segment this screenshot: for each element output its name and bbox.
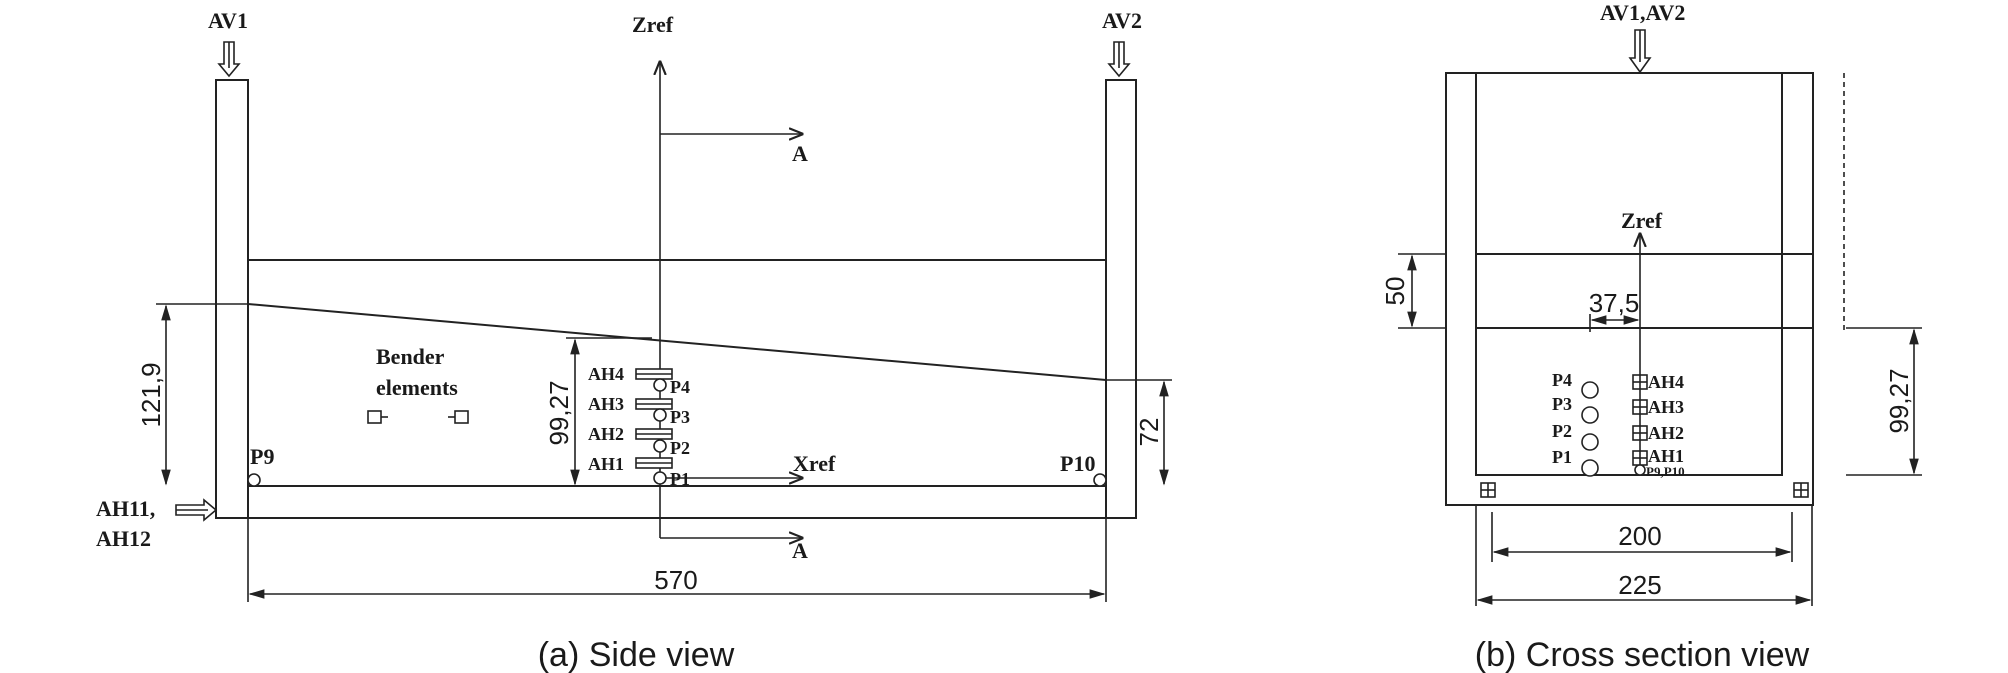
section-a-bottom-label: A — [792, 538, 808, 563]
av2-label: AV2 — [1102, 8, 1142, 33]
dim-cs-right-height-value: 99,27 — [1884, 368, 1914, 433]
ah4-label: AH4 — [588, 364, 624, 384]
cs-ah4-sensor-icon — [1632, 374, 1648, 390]
cs-ah3-label: AH3 — [1648, 397, 1684, 417]
ah11-ah12-arrow-icon — [175, 498, 218, 522]
xref-label: Xref — [793, 451, 836, 476]
dim-mid-height-value: 99,27 — [544, 380, 574, 445]
p3-label: P3 — [670, 407, 690, 427]
cs-p9p10-sensor-icon — [1634, 464, 1646, 476]
cs-p3-sensor-icon — [1581, 406, 1599, 424]
bender-label-line2: elements — [376, 375, 458, 400]
p9-label: P9 — [250, 444, 274, 469]
cs-corner-sensor-left-icon — [1480, 482, 1496, 498]
cs-p1-label: P1 — [1552, 447, 1572, 467]
dim-top-value: 50 — [1380, 277, 1410, 306]
cs-zref-label: Zref — [1621, 208, 1663, 233]
p4-sensor-icon — [653, 378, 667, 392]
left-wall — [215, 79, 249, 519]
ah2-label: AH2 — [588, 424, 624, 444]
cs-ah3-sensor-icon — [1632, 399, 1648, 415]
side-view: AV1 AV2 Zref A A Xref Bender elements — [96, 8, 1172, 673]
dim-outer-width-value: 225 — [1618, 570, 1661, 600]
bender-label-line1: Bender — [376, 344, 445, 369]
dim-left-height-value: 121,9 — [136, 362, 166, 427]
ah1-sensor-icon — [635, 457, 673, 469]
dim-length-value: 570 — [654, 565, 697, 595]
zref-label: Zref — [632, 12, 674, 37]
p1-label: P1 — [670, 469, 690, 489]
p10-sensor-icon — [1093, 473, 1107, 487]
p9-sensor-icon — [247, 473, 261, 487]
cs-ah2-sensor-icon — [1632, 425, 1648, 441]
side-view-caption: (a) Side view — [538, 636, 735, 673]
cs-p4-sensor-icon — [1581, 381, 1599, 399]
ah1-label: AH1 — [588, 454, 624, 474]
ah3-label: AH3 — [588, 394, 624, 414]
p1-sensor-icon — [653, 471, 667, 485]
sloped-soil-surface — [247, 303, 1107, 381]
dim-offset-value: 37,5 — [1589, 288, 1640, 318]
ah11-label: AH11, — [96, 496, 155, 521]
cs-ah2-label: AH2 — [1648, 423, 1684, 443]
bender-element-icon — [448, 410, 469, 424]
ah12-label: AH12 — [96, 526, 151, 551]
p4-label: P4 — [670, 377, 690, 397]
dim-right-height-value: 72 — [1134, 418, 1164, 447]
cs-p2-sensor-icon — [1581, 433, 1599, 451]
cs-p9p10-label: P9,P10 — [1646, 464, 1685, 479]
av-label: AV1,AV2 — [1600, 0, 1685, 25]
cs-corner-sensor-right-icon — [1793, 482, 1809, 498]
cross-section-caption: (b) Cross section view — [1475, 636, 1810, 673]
dim-inner-width-value: 200 — [1618, 521, 1661, 551]
section-a-top-label: A — [792, 141, 808, 166]
p3-sensor-icon — [653, 408, 667, 422]
ah2-sensor-icon — [635, 428, 673, 440]
cs-p1-sensor-icon — [1581, 459, 1599, 477]
cs-p4-label: P4 — [1552, 370, 1572, 390]
av1-arrow-icon — [217, 41, 241, 78]
ah3-sensor-icon — [635, 398, 673, 410]
cs-p3-label: P3 — [1552, 394, 1572, 414]
av-arrow-icon — [1628, 29, 1652, 74]
p2-sensor-icon — [653, 439, 667, 453]
right-wall — [1105, 79, 1137, 519]
cross-section-view: AV1,AV2 Zref 37,5 P4 P3 P2 P1 AH4 AH3 AH… — [1380, 0, 1922, 673]
p10-label: P10 — [1060, 451, 1095, 476]
av2-arrow-icon — [1107, 41, 1131, 78]
cs-p2-label: P2 — [1552, 421, 1572, 441]
p2-label: P2 — [670, 438, 690, 458]
av1-label: AV1 — [208, 8, 248, 33]
cs-ah1-sensor-icon — [1632, 450, 1648, 466]
cs-ah4-label: AH4 — [1648, 372, 1684, 392]
cs-inner-frame — [1475, 72, 1783, 476]
ah4-sensor-icon — [635, 368, 673, 380]
bender-element-icon — [367, 410, 388, 424]
cs-ah1-label: AH1 — [1648, 446, 1684, 466]
